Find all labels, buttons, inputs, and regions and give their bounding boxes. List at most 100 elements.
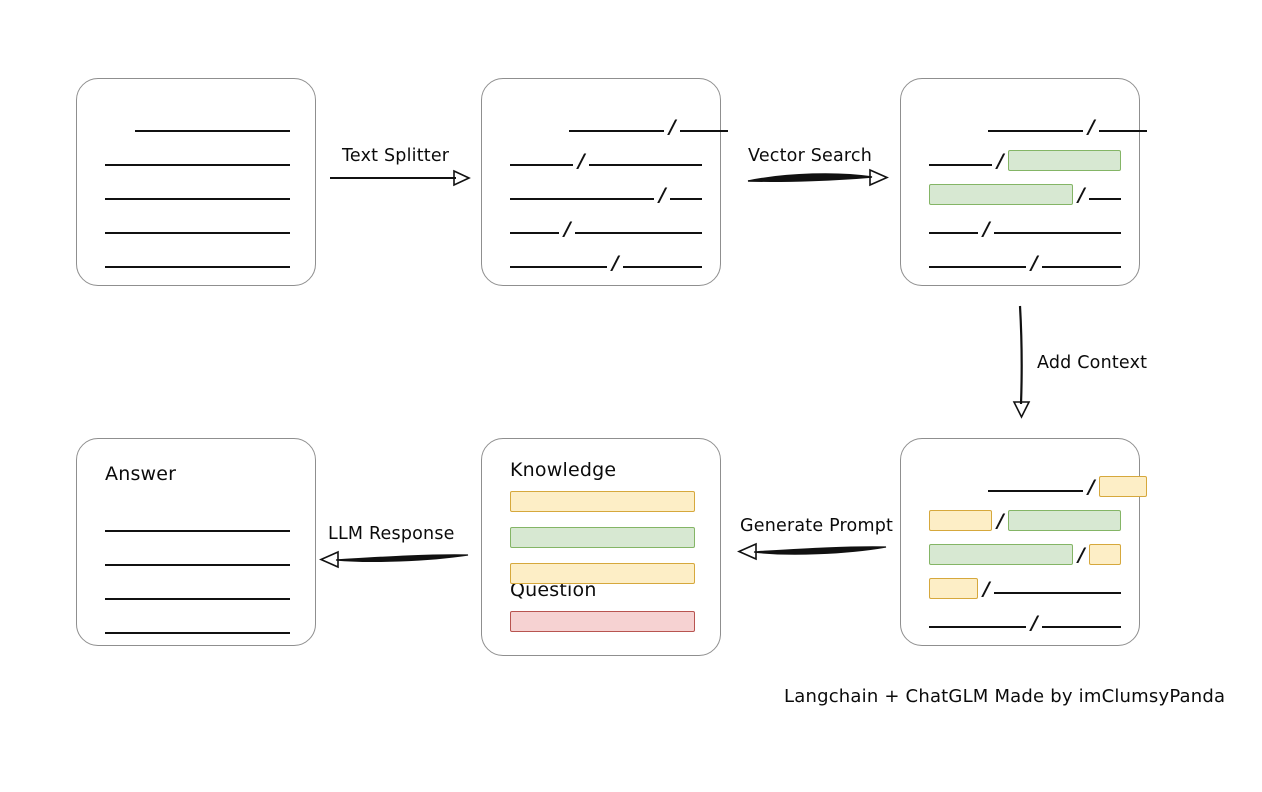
edge-label-add-context: Add Context [1037, 353, 1148, 373]
segment-text-line [993, 232, 1121, 234]
doc-lines-answer [77, 439, 315, 645]
segment-slash: / [983, 218, 990, 240]
prompt-heading-knowledge: Knowledge [510, 459, 617, 481]
segment-text-line [679, 130, 728, 132]
segment-text-line [105, 598, 290, 600]
doc-row: / [929, 149, 1121, 171]
segment-text-line [622, 266, 702, 268]
edge-label-text-splitter: Text Splitter [342, 146, 450, 166]
prompt-heading-question: Question [510, 579, 597, 601]
doc-lines-vector-matched-chunks: / / / / / [901, 79, 1147, 285]
segment-highlight-yellow [1088, 544, 1121, 565]
segment-highlight-green [1007, 510, 1121, 531]
doc-row [105, 549, 290, 567]
doc-row [105, 251, 290, 269]
segment-slash: / [669, 116, 676, 138]
segment-text-line [105, 564, 290, 566]
segment-slash: / [997, 510, 1004, 532]
segment-text-line [569, 130, 664, 132]
segment-text-line [1088, 198, 1121, 200]
segment-slash: / [1088, 116, 1095, 138]
segment-slash: / [578, 150, 585, 172]
segment-text-line [105, 164, 290, 166]
doc-row [105, 515, 290, 533]
segment-text-line [929, 232, 978, 234]
segment-slash: / [1088, 476, 1095, 498]
edge-arrow-generate-prompt [737, 542, 887, 561]
segment-text-line [669, 198, 702, 200]
segment-slash: / [1031, 252, 1038, 274]
segment-text-line [988, 490, 1083, 492]
doc-row: / [510, 183, 702, 206]
node-source-document[interactable] [76, 78, 316, 286]
segment-text-line [1041, 626, 1121, 628]
segment-text-line [105, 232, 290, 234]
doc-row: / [929, 611, 1121, 634]
segment-text-line [1098, 130, 1147, 132]
doc-row: / [510, 217, 702, 240]
segment-text-line [135, 130, 290, 132]
doc-row [105, 183, 290, 201]
segment-text-line [105, 266, 290, 268]
doc-row [105, 115, 290, 133]
doc-row [105, 149, 290, 167]
segment-text-line [588, 164, 702, 166]
doc-row: / [929, 251, 1121, 274]
prompt-bar-green [510, 527, 695, 548]
segment-text-line [929, 164, 992, 166]
segment-slash: / [983, 578, 990, 600]
segment-slash: / [659, 184, 666, 206]
segment-slash: / [1078, 184, 1085, 206]
node-answer[interactable]: Answer [76, 438, 316, 646]
segment-highlight-green [929, 184, 1073, 205]
segment-text-line [510, 266, 607, 268]
segment-slash: / [1031, 612, 1038, 634]
segment-text-line [105, 530, 290, 532]
doc-row [105, 583, 290, 601]
segment-highlight-yellow [929, 510, 992, 531]
prompt-bar-yellow [510, 491, 695, 512]
edge-arrow-vector-search [747, 168, 889, 187]
doc-row [105, 217, 290, 235]
doc-row: / [929, 543, 1121, 565]
edge-label-vector-search: Vector Search [748, 146, 873, 166]
segment-text-line [993, 592, 1121, 594]
edge-label-generate-prompt: Generate Prompt [740, 516, 894, 536]
edge-arrow-text-splitter [330, 169, 471, 187]
segment-highlight-green [1007, 150, 1121, 171]
doc-row: / [929, 115, 1147, 138]
answer-heading: Answer [105, 463, 177, 485]
doc-row [105, 617, 290, 635]
doc-lines-source-document [77, 79, 315, 285]
segment-highlight-yellow [1098, 476, 1147, 497]
prompt-bar-yellow [510, 563, 695, 584]
segment-text-line [105, 632, 290, 634]
segment-text-line [510, 164, 573, 166]
node-context-augmented-chunks[interactable]: / / / / / [900, 438, 1147, 646]
segment-text-line [574, 232, 702, 234]
segment-text-line [988, 130, 1083, 132]
segment-text-line [510, 232, 559, 234]
segment-text-line [929, 266, 1026, 268]
segment-text-line [1041, 266, 1121, 268]
edge-arrow-add-context [1012, 305, 1031, 419]
segment-text-line [105, 198, 290, 200]
segment-slash: / [564, 218, 571, 240]
doc-row: / [929, 509, 1121, 532]
edge-label-llm-response: LLM Response [328, 524, 455, 544]
doc-row: / [929, 217, 1121, 240]
node-vector-matched-chunks[interactable]: / / / / / [900, 78, 1147, 286]
node-split-chunks[interactable]: / / / / / [481, 78, 728, 286]
segment-slash: / [612, 252, 619, 274]
segment-text-line [929, 626, 1026, 628]
doc-row: / [510, 115, 728, 138]
doc-row: / [929, 475, 1147, 498]
doc-row: / [929, 183, 1121, 206]
footer-credit: Langchain + ChatGLM Made by imClumsyPand… [784, 686, 1226, 707]
doc-row: / [510, 149, 702, 172]
edge-arrow-llm-response [319, 550, 469, 569]
doc-row: / [510, 251, 702, 274]
